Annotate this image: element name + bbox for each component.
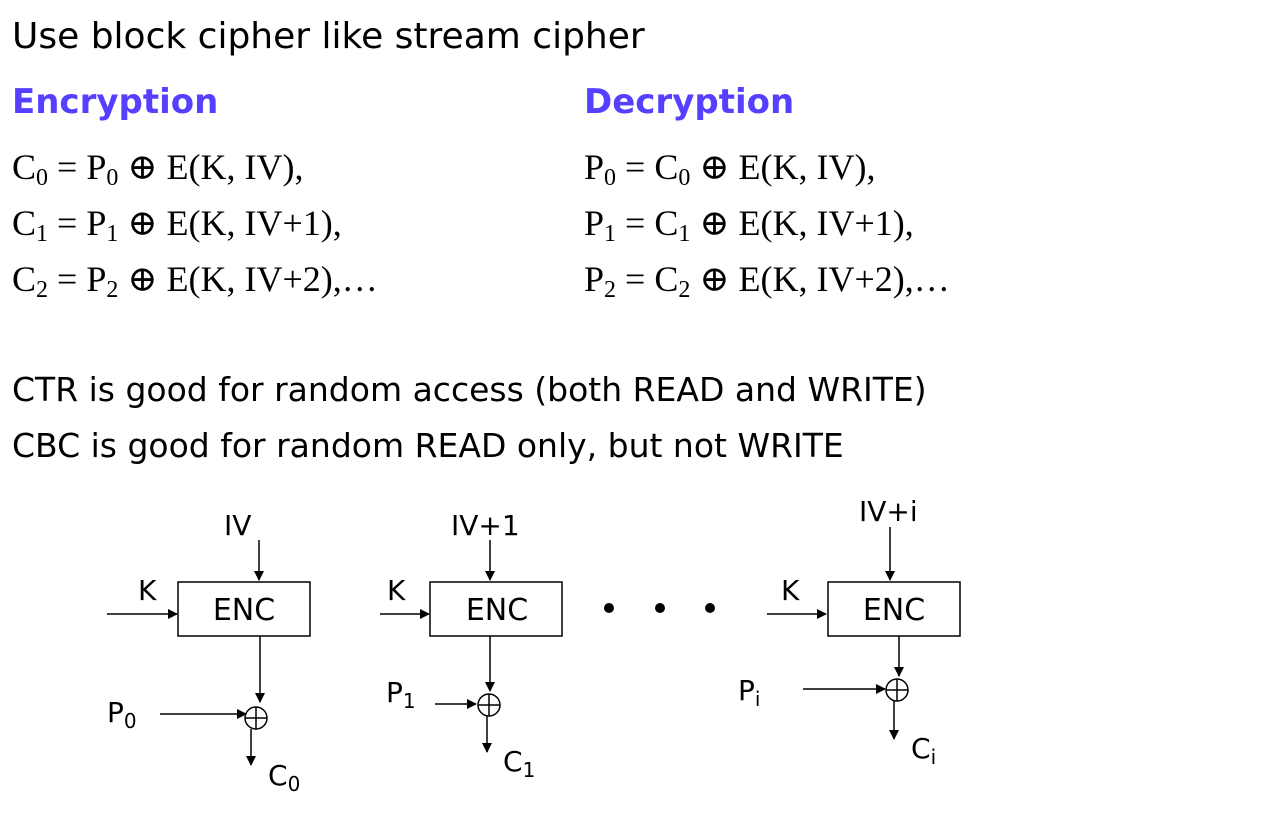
eq-rest: E(K, IV+2),… — [157, 259, 378, 299]
ctr-note: CTR is good for random access (both READ… — [12, 370, 927, 409]
enc-label: ENC — [863, 593, 925, 628]
eq-rhs: C — [654, 259, 679, 299]
ellipsis-dots — [604, 603, 715, 613]
xor-symbol: ⊕ — [690, 203, 730, 243]
encryption-equation: C1 = P1 ⊕ E(K, IV+1), — [12, 202, 342, 247]
eq-equals: = — [616, 203, 655, 243]
eq-equals: = — [616, 147, 655, 187]
decryption-equation: P0 = C0 ⊕ E(K, IV), — [584, 146, 876, 191]
eq-lhs: P — [584, 203, 605, 243]
counter-label: IV — [224, 509, 251, 542]
xor-icon — [477, 693, 501, 717]
enc-box — [827, 581, 961, 637]
eq-rhs-sub: 1 — [106, 221, 119, 247]
eq-equals: = — [48, 259, 87, 299]
eq-equals: = — [48, 203, 87, 243]
eq-lhs: C — [12, 259, 37, 299]
eq-rhs: P — [86, 203, 107, 243]
xor-icon — [244, 706, 268, 730]
decryption-equation: P1 = C1 ⊕ E(K, IV+1), — [584, 202, 914, 247]
eq-rhs: P — [86, 147, 107, 187]
counter-label: IV+1 — [451, 509, 520, 542]
eq-lhs: C — [12, 147, 37, 187]
eq-rest: E(K, IV), — [729, 147, 876, 187]
eq-rest: E(K, IV), — [157, 147, 304, 187]
xor-symbol: ⊕ — [118, 259, 158, 299]
key-label: K — [387, 574, 406, 607]
eq-rhs: C — [654, 147, 679, 187]
eq-lhs-sub: 1 — [604, 221, 617, 247]
slide-title: Use block cipher like stream cipher — [12, 16, 645, 57]
eq-rhs-sub: 2 — [678, 277, 691, 303]
plaintext-label: P0 — [107, 696, 137, 733]
enc-box — [177, 581, 311, 637]
eq-lhs: P — [584, 259, 605, 299]
xor-symbol: ⊕ — [118, 147, 158, 187]
ciphertext-label: Ci — [911, 732, 936, 769]
enc-box — [429, 581, 563, 637]
encryption-heading: Encryption — [12, 82, 219, 122]
plaintext-label: Pi — [738, 674, 760, 711]
eq-rhs-sub: 0 — [106, 165, 119, 191]
xor-icon — [885, 678, 909, 702]
xor-symbol: ⊕ — [690, 147, 730, 187]
cbc-note: CBC is good for random READ only, but no… — [12, 426, 844, 465]
eq-rest: E(K, IV+1), — [729, 203, 914, 243]
ctr-block-0: IV K ENC P0 C0 — [107, 509, 311, 796]
eq-lhs-sub: 2 — [604, 277, 617, 303]
enc-label: ENC — [466, 593, 528, 628]
decryption-heading: Decryption — [584, 82, 795, 122]
ctr-block-1: IV+1 K ENC P1 C1 — [380, 509, 563, 782]
eq-rest: E(K, IV+2),… — [729, 259, 950, 299]
eq-lhs-sub: 0 — [36, 165, 49, 191]
decryption-equation: P2 = C2 ⊕ E(K, IV+2),… — [584, 258, 950, 303]
eq-rest: E(K, IV+1), — [157, 203, 342, 243]
ctr-block-i: IV+i K ENC Pi Ci — [738, 495, 961, 769]
eq-lhs: P — [584, 147, 605, 187]
key-label: K — [138, 574, 157, 607]
eq-lhs-sub: 1 — [36, 221, 49, 247]
counter-label: IV+i — [859, 495, 918, 528]
xor-symbol: ⊕ — [690, 259, 730, 299]
encryption-equation: C0 = P0 ⊕ E(K, IV), — [12, 146, 304, 191]
encryption-equation: C2 = P2 ⊕ E(K, IV+2),… — [12, 258, 378, 303]
eq-equals: = — [48, 147, 87, 187]
ciphertext-label: C0 — [268, 759, 300, 796]
enc-label: ENC — [213, 593, 275, 628]
ciphertext-label: C1 — [503, 745, 535, 782]
plaintext-label: P1 — [386, 676, 416, 713]
eq-lhs: C — [12, 203, 37, 243]
xor-symbol: ⊕ — [118, 203, 158, 243]
eq-rhs: C — [654, 203, 679, 243]
key-label: K — [781, 574, 800, 607]
eq-lhs-sub: 0 — [604, 165, 617, 191]
eq-rhs-sub: 1 — [678, 221, 691, 247]
eq-rhs-sub: 2 — [106, 277, 119, 303]
eq-lhs-sub: 2 — [36, 277, 49, 303]
eq-rhs: P — [86, 259, 107, 299]
eq-equals: = — [616, 259, 655, 299]
eq-rhs-sub: 0 — [678, 165, 691, 191]
